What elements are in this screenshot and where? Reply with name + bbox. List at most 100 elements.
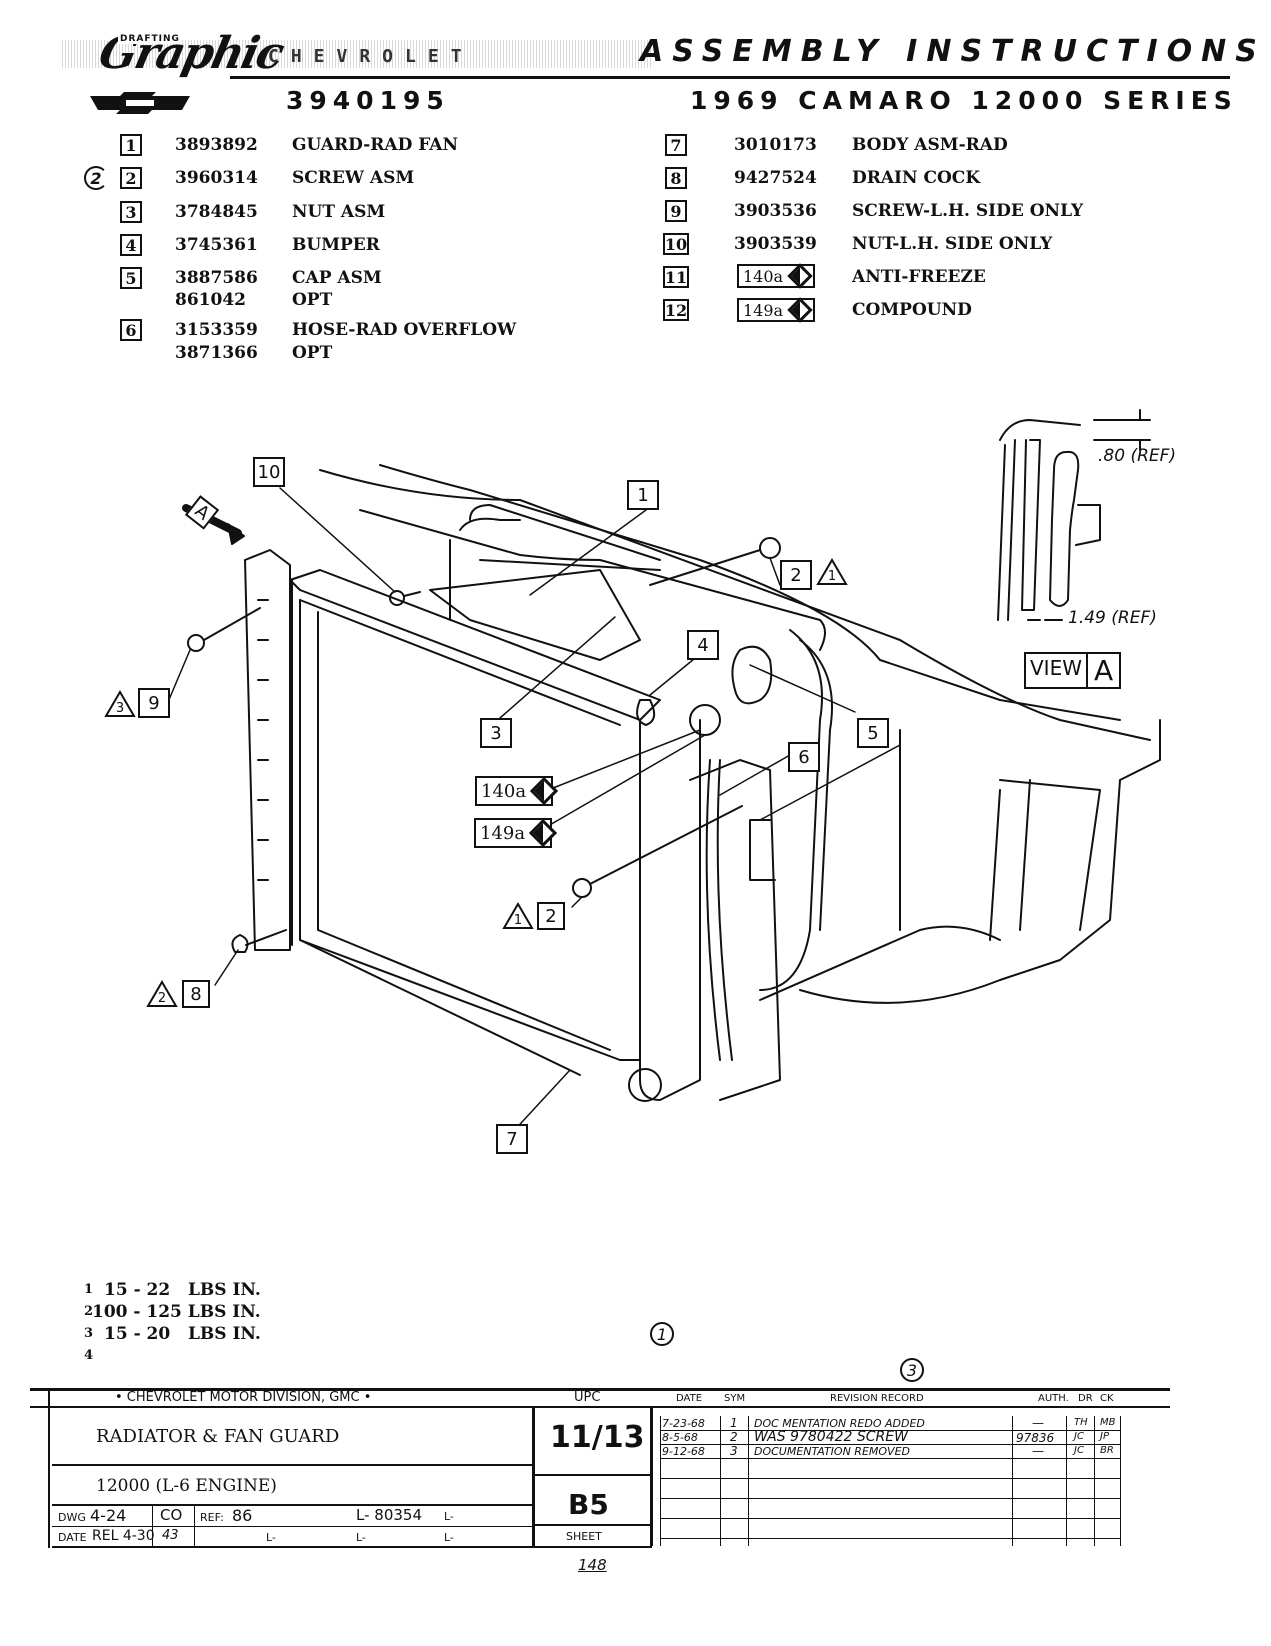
torque-spec: 15 - 22 LBS IN. bbox=[104, 1280, 261, 1300]
torque-mark: 1 bbox=[84, 1282, 94, 1297]
part-description: DRAIN COCK bbox=[852, 168, 981, 188]
part-description: COMPOUND bbox=[852, 300, 972, 320]
torque-spec: 15 - 20 LBS IN. bbox=[104, 1324, 261, 1344]
rev-ck: MB bbox=[1100, 1417, 1116, 1428]
date-code: 43 bbox=[162, 1528, 179, 1543]
division-label: • CHEVROLET MOTOR DIVISION, GMC • bbox=[115, 1390, 372, 1405]
rev-auth: — bbox=[1032, 1416, 1044, 1430]
alt-part-description: OPT bbox=[292, 343, 333, 363]
radiator-support-outline bbox=[319, 464, 1161, 1004]
torque-mark: 2 bbox=[84, 1304, 94, 1319]
ref-label: REF: bbox=[200, 1511, 224, 1524]
page-title: ASSEMBLY INSTRUCTIONS bbox=[640, 34, 1266, 69]
rev-header-date: DATE bbox=[676, 1393, 703, 1404]
radiator-core bbox=[244, 549, 701, 1102]
rev-date: 9-12-68 bbox=[662, 1445, 705, 1458]
part-number: 3903539 bbox=[734, 234, 817, 254]
part-number: 3960314 bbox=[175, 168, 258, 188]
rev-date: 7-23-68 bbox=[662, 1417, 705, 1430]
item-box: 5 bbox=[120, 267, 142, 289]
callout-3: 3 bbox=[480, 718, 512, 748]
callout-5: 5 bbox=[857, 718, 889, 748]
alt-part-description: OPT bbox=[292, 290, 333, 310]
l-blank: L- bbox=[266, 1531, 276, 1544]
release-date: REL 4-30 bbox=[92, 1528, 155, 1544]
rev-dr: TH bbox=[1074, 1417, 1088, 1428]
document-number: 3940195 bbox=[286, 86, 450, 115]
model-description: 12000 (L-6 ENGINE) bbox=[96, 1476, 277, 1496]
rev-dr: JC bbox=[1074, 1445, 1084, 1456]
rev-record: WAS 9780422 SCREW bbox=[754, 1429, 908, 1445]
upc-value: 11/13 bbox=[550, 1420, 645, 1455]
callout-8: 8 bbox=[182, 980, 210, 1008]
callout-10: 10 bbox=[253, 457, 285, 487]
item-box: 11 bbox=[663, 266, 689, 288]
header-rule bbox=[230, 76, 1230, 79]
part-description: NUT-L.H. SIDE ONLY bbox=[852, 234, 1053, 254]
revision-circle: 1 bbox=[650, 1322, 674, 1346]
dwg-label: DWG bbox=[58, 1511, 86, 1524]
l-blank: L- bbox=[444, 1531, 454, 1544]
item-box: 3 bbox=[120, 201, 142, 223]
torque-mark: 3 bbox=[84, 1326, 94, 1341]
sheet-label: SHEET bbox=[566, 1530, 602, 1543]
item-box: 6 bbox=[120, 319, 142, 341]
chevrolet-bowtie-icon bbox=[90, 92, 190, 114]
item-box: 4 bbox=[120, 234, 142, 256]
rev-date: 8-5-68 bbox=[662, 1431, 698, 1444]
rev-auth: 97836 bbox=[1016, 1431, 1055, 1445]
part-description: ANTI-FREEZE bbox=[852, 267, 986, 287]
part-description: BUMPER bbox=[292, 235, 380, 255]
part-description: SCREW ASM bbox=[292, 168, 415, 188]
ref-value: 86 bbox=[232, 1506, 253, 1525]
dwg-value: 4-24 bbox=[90, 1506, 127, 1525]
part-name: RADIATOR & FAN GUARD bbox=[96, 1426, 340, 1447]
item-box: 7 bbox=[665, 134, 687, 156]
part-number: 3784845 bbox=[175, 202, 258, 222]
compound-tag: 149a bbox=[474, 818, 558, 848]
material-tag: 140a bbox=[737, 263, 815, 289]
torque-triangle-icon: 2 bbox=[146, 980, 178, 1008]
part-number: 3903536 bbox=[734, 201, 817, 221]
rev-dr: JC bbox=[1074, 1431, 1084, 1442]
part-description: NUT ASM bbox=[292, 202, 386, 222]
part-description: GUARD-RAD FAN bbox=[292, 135, 459, 155]
callout-4: 4 bbox=[687, 630, 719, 660]
l-number: L- 80354 bbox=[356, 1506, 422, 1524]
logo-halftone-band bbox=[62, 40, 652, 68]
item-box: 10 bbox=[663, 233, 689, 255]
rev-sym: 1 bbox=[730, 1416, 738, 1430]
view-a-detail bbox=[997, 409, 1151, 621]
part-description: CAP ASM bbox=[292, 268, 382, 288]
date-label: DATE bbox=[58, 1531, 87, 1544]
torque-triangle-icon: 1 bbox=[502, 902, 534, 930]
revision-circle: 3 bbox=[900, 1358, 924, 1382]
dimension-top: .80 (REF) bbox=[1098, 446, 1177, 466]
callout-9: 9 bbox=[138, 688, 170, 718]
rev-header-sym: SYM bbox=[724, 1393, 746, 1404]
rev-header-auth: AUTH. bbox=[1038, 1393, 1069, 1404]
upc-label: UPC bbox=[574, 1390, 601, 1405]
part-number: 3010173 bbox=[734, 135, 817, 155]
rev-ck: BR bbox=[1100, 1445, 1114, 1456]
part-number: 9427524 bbox=[734, 168, 817, 188]
torque-triangle-icon: 3 bbox=[104, 690, 136, 718]
antifreeze-tag: 140a bbox=[475, 776, 559, 806]
rev-auth: — bbox=[1032, 1444, 1044, 1458]
part-number: 3153359 bbox=[175, 320, 258, 340]
rev-ck: JP bbox=[1100, 1431, 1109, 1442]
part-number: 3745361 bbox=[175, 235, 258, 255]
co-label: CO bbox=[160, 1506, 183, 1524]
l-blank: L- bbox=[356, 1531, 366, 1544]
item-box: 2 bbox=[120, 167, 142, 189]
torque-spec: 100 - 125 LBS IN. bbox=[92, 1302, 261, 1322]
logo-drafting-label: DRAFTING bbox=[118, 34, 182, 44]
callout-1: 1 bbox=[627, 480, 659, 510]
part-description: BODY ASM-RAD bbox=[852, 135, 1008, 155]
dimension-bottom: 1.49 (REF) bbox=[1068, 608, 1157, 628]
rev-header-record: REVISION RECORD bbox=[830, 1393, 924, 1404]
leader-lines bbox=[167, 487, 901, 1136]
part-number: 3893892 bbox=[175, 135, 258, 155]
callout-2: 2 bbox=[537, 902, 565, 930]
